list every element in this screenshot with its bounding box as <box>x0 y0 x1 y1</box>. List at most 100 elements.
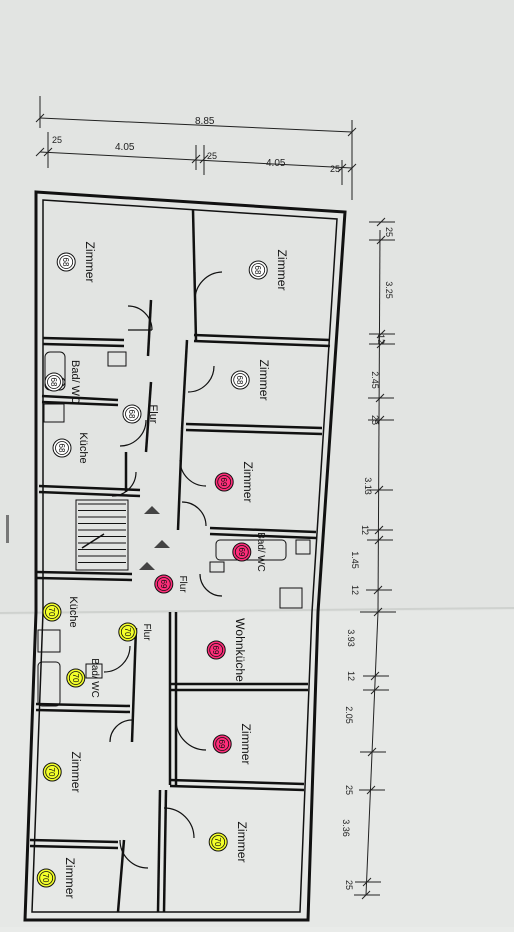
room-name: Küche <box>67 596 79 627</box>
right-dim-label: 2.45 <box>370 371 380 389</box>
dim-mid-margin: 25 <box>207 151 217 161</box>
unit-number: 69 <box>219 478 228 487</box>
dim-right-margin: 25 <box>330 164 340 174</box>
right-dim-label: 12 <box>346 671 356 681</box>
dim-right-span: 4.05 <box>266 158 286 169</box>
room-name: Zimmer <box>83 242 97 283</box>
dim-overall: 8.85 <box>195 116 215 127</box>
unit-number: 68 <box>57 444 66 453</box>
stair-arrows <box>139 506 170 570</box>
right-dim-slash <box>374 535 384 545</box>
right-dim-label: 3.25 <box>384 281 394 299</box>
unit-number: 69 <box>217 740 226 749</box>
unit-number: 68 <box>253 266 262 275</box>
door-swings <box>103 271 223 869</box>
unit-number: 69 <box>159 580 168 589</box>
right-dim-slash <box>376 217 386 227</box>
unit-number: 70 <box>123 628 132 637</box>
paper-fold <box>0 607 514 614</box>
room-label-r2: Zimmer 68 <box>248 250 289 291</box>
room-name: Zimmer <box>275 250 289 291</box>
right-dim-slash <box>367 747 377 757</box>
unit-number: 70 <box>47 608 56 617</box>
paper-edge-mark <box>6 515 9 543</box>
room-label-r9: Flur 69 <box>154 574 188 594</box>
right-dim-slash <box>374 525 384 535</box>
right-dim-label: 1.45 <box>350 551 360 569</box>
unit-marker-ring <box>45 765 60 779</box>
interior-walls <box>36 209 331 582</box>
unit-marker-ring <box>47 375 61 389</box>
unit-number: 68 <box>127 410 136 419</box>
unit-marker-ring <box>125 407 139 421</box>
top-dimensions <box>35 96 357 200</box>
unit-number: 69 <box>237 548 246 557</box>
room-label-r15: Zimmer 70 <box>42 752 83 793</box>
right-dim-label: 2.05 <box>344 706 354 724</box>
room-label-r11: Zimmer 69 <box>212 724 253 765</box>
unit-number: 70 <box>213 838 222 847</box>
unit-marker-ring <box>215 737 230 751</box>
right-dim-label: 12 <box>376 334 386 344</box>
unit-marker-ring <box>209 643 224 657</box>
right-dim-slash <box>376 329 386 339</box>
right-dim-label: 25 <box>344 880 354 890</box>
room-name: Flur <box>177 575 188 593</box>
staircase <box>75 499 129 571</box>
room-label-r16: Zimmer 70 <box>208 822 249 863</box>
room-label-r4: Bad/ WC 68 <box>44 360 81 404</box>
right-dim-slash <box>374 485 384 495</box>
unit-marker-ring <box>55 441 69 455</box>
right-dim-slash <box>376 339 386 349</box>
right-dim-label: 3.36 <box>341 819 351 837</box>
room-name: Zimmer <box>235 822 249 863</box>
right-dim-label: 25 <box>370 415 380 425</box>
paper-upper-sheet <box>0 0 514 615</box>
room-name: Zimmer <box>63 858 77 899</box>
room-name: Zimmer <box>69 752 83 793</box>
room-name: Zimmer <box>241 462 255 503</box>
unit-number: 70 <box>47 768 56 777</box>
right-dim-slash <box>362 877 372 887</box>
room-name: Küche <box>77 432 89 463</box>
unit-marker-ring <box>234 545 249 559</box>
unit-marker-ring <box>120 625 135 639</box>
room-label-r5: Küche 68 <box>52 432 89 464</box>
right-dim-slash <box>375 393 385 403</box>
unit-marker-ring <box>211 835 226 849</box>
dim-left-span: 4.05 <box>115 142 135 153</box>
room-label-r12: Küche 70 <box>42 596 79 628</box>
unit-marker-ring <box>217 475 232 489</box>
right-dim-label: 12 <box>350 585 360 595</box>
unit-marker-ring <box>156 577 171 591</box>
right-dim-slash <box>370 685 380 695</box>
room-label-r10: Wohnküche 69 <box>206 618 247 682</box>
room-label-r7: Zimmer 69 <box>214 462 255 503</box>
room-name: Zimmer <box>239 724 253 765</box>
right-dim-label: 3.93 <box>346 629 356 647</box>
unit-number: 70 <box>41 874 50 883</box>
right-dim-slash <box>373 585 383 595</box>
room-name: Bad/ WC <box>69 360 81 404</box>
unit-number: 69 <box>211 646 220 655</box>
right-dim-label: 25 <box>384 227 394 237</box>
right-dim-slash <box>373 607 383 617</box>
right-dimension-ticks <box>354 217 395 900</box>
dim-left-margin: 25 <box>52 135 62 145</box>
right-dim-slash <box>361 890 371 900</box>
right-dim-slash <box>375 415 385 425</box>
room-label-r17: Zimmer 70 <box>36 858 77 899</box>
right-dim-label: 3.13 <box>363 477 373 495</box>
unit-marker-ring <box>39 871 54 885</box>
unit-number: 68 <box>49 378 58 387</box>
room-name: Wohnküche <box>233 618 247 682</box>
unit-marker-ring <box>59 255 74 269</box>
